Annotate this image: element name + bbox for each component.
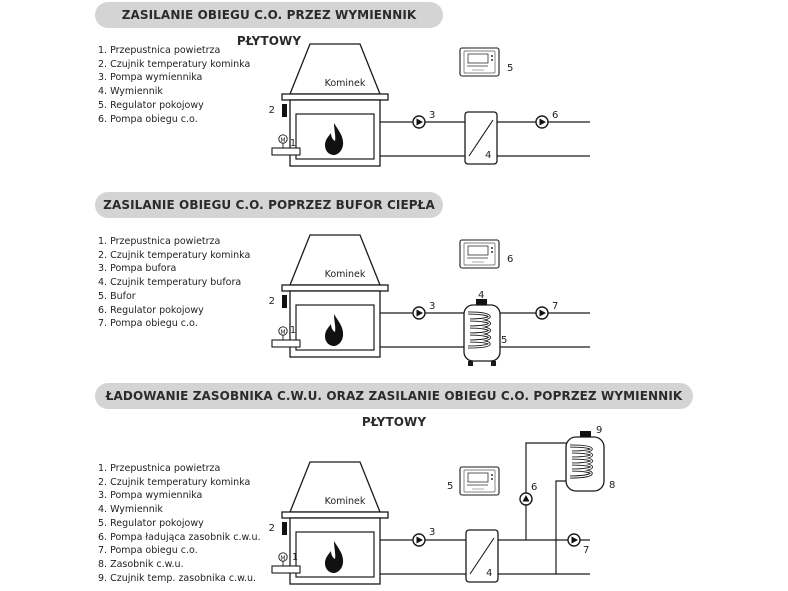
legend-item: 1. Przepustnica powietrza	[98, 45, 221, 56]
fireplace-label: Kominek	[325, 78, 366, 89]
section-2-legend: 1. Przepustnica powietrza 2. Czujnik tem…	[98, 235, 250, 331]
section-3-legend: 1. Przepustnica powietrza 2. Czujnik tem…	[98, 462, 261, 585]
legend-item: 7. Pompa obiegu c.o.	[98, 545, 198, 557]
label-3: 3	[429, 301, 435, 312]
legend-item: 4. Wymiennik	[98, 86, 163, 98]
section-3-title: ŁADOWANIE ZASOBNIKA C.W.U. ORAZ ZASILANI…	[95, 383, 693, 429]
legend-item: 3. Pompa wymiennika	[98, 490, 203, 502]
label-5: 5	[507, 63, 513, 74]
damper-symbol: M	[280, 137, 285, 144]
legend-item: 4. Czujnik temperatury bufora	[98, 277, 242, 289]
diagram-3: Kominek M 1 2 3 4 6 7 8 9 5	[269, 425, 615, 585]
legend-item: 6. Regulator pokojowy	[98, 304, 204, 316]
label-4: 4	[486, 568, 492, 579]
label-9: 9	[596, 425, 602, 436]
legend-item: 2. Czujnik temperatury kominka	[98, 58, 251, 70]
buffer-pump	[412, 306, 426, 320]
plate-exchanger-1	[464, 111, 498, 165]
label-8: 8	[609, 480, 615, 491]
dhw-tank	[565, 431, 605, 492]
legend-item: 5. Bufor	[98, 290, 136, 302]
damper-symbol: M	[280, 329, 285, 336]
exchanger-pump-3	[412, 533, 426, 547]
legend-item: 3. Pompa bufora	[98, 263, 177, 275]
label-6: 6	[531, 482, 537, 493]
label-3: 3	[429, 110, 435, 121]
label-7: 7	[583, 545, 589, 556]
section-2-title: ZASILANIE OBIEGU C.O. POPRZEZ BUFOR CIEP…	[95, 192, 443, 218]
heating-pump-1	[535, 115, 549, 129]
legend-item: 2. Czujnik temperatury kominka	[98, 249, 251, 261]
legend-item: 5. Regulator pokojowy	[98, 99, 204, 111]
legend-item: 4. Wymiennik	[98, 504, 163, 516]
label-1: 1	[290, 325, 296, 336]
room-controller-1	[459, 47, 500, 77]
label-3: 3	[429, 527, 435, 538]
label-2: 2	[269, 105, 275, 116]
label-5: 5	[447, 481, 453, 492]
buffer-tank	[463, 299, 501, 366]
diagram-1: Kominek M 1 2 3 4 6 5	[269, 43, 590, 167]
legend-item: 1. Przepustnica powietrza	[98, 463, 221, 474]
legend-item: 6. Pompa obiegu c.o.	[98, 113, 198, 125]
label-1: 1	[292, 552, 298, 563]
legend-item: 7. Pompa obiegu c.o.	[98, 318, 198, 330]
legend-item: 1. Przepustnica powietrza	[98, 236, 221, 247]
label-2: 2	[269, 296, 275, 307]
label-7: 7	[552, 301, 558, 312]
room-controller-3	[459, 466, 500, 496]
fireplace-label: Kominek	[325, 496, 366, 507]
legend-item: 2. Czujnik temperatury kominka	[98, 476, 251, 488]
damper-symbol: M	[280, 555, 285, 562]
legend-item: 9. Czujnik temp. zasobnika c.w.u.	[98, 572, 257, 584]
label-2: 2	[269, 523, 275, 534]
legend-item: 5. Regulator pokojowy	[98, 517, 204, 529]
label-5: 5	[501, 335, 507, 346]
heating-pump-2	[535, 306, 549, 320]
section-1-title: ZASILANIE OBIEGU C.O. PRZEZ WYMIENNIK PŁ…	[95, 2, 443, 48]
dhw-loading-pump	[519, 492, 533, 506]
legend-item: 6. Pompa ładująca zasobnik c.w.u.	[98, 531, 261, 543]
room-controller-2	[459, 239, 500, 269]
label-4: 4	[485, 150, 491, 161]
label-6: 6	[552, 110, 558, 121]
legend-item: 3. Pompa wymiennika	[98, 72, 203, 84]
label-1: 1	[290, 138, 296, 149]
exchanger-pump-1	[412, 115, 426, 129]
fireplace-label: Kominek	[325, 269, 366, 280]
label-6: 6	[507, 254, 513, 265]
plate-exchanger-3	[465, 529, 499, 583]
section-1-legend: 1. Przepustnica powietrza 2. Czujnik tem…	[98, 44, 250, 126]
heating-pump-3	[567, 533, 581, 547]
label-4: 4	[478, 290, 484, 301]
fireplace-2	[281, 234, 389, 358]
diagram-2: Kominek M 1 2 3 4 5 7 6	[269, 234, 590, 366]
legend-item: 8. Zasobnik c.w.u.	[98, 558, 184, 570]
